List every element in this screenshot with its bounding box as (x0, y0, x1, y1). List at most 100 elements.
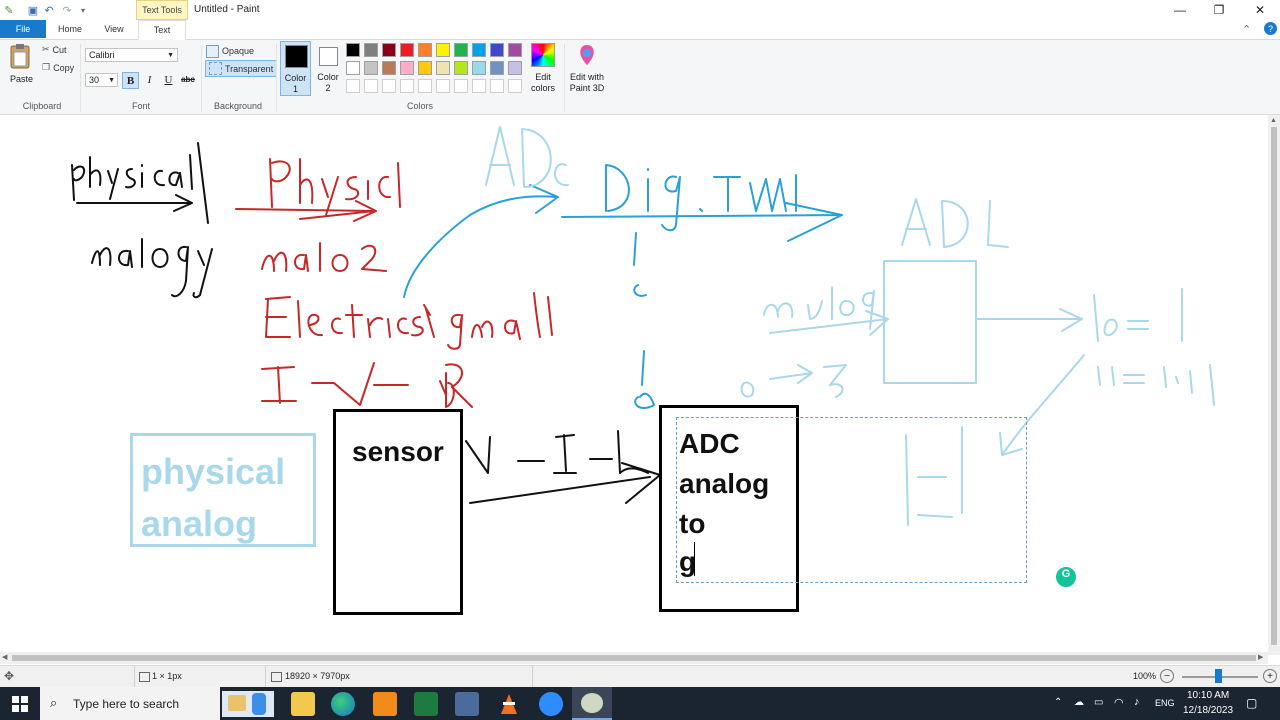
paint3d-label-2[interactable]: Paint 3D (569, 83, 605, 93)
palette-swatch[interactable] (436, 43, 450, 57)
palette-swatch[interactable] (454, 61, 468, 75)
bold-button[interactable]: B (122, 72, 139, 89)
paint3d-icon[interactable] (575, 43, 599, 67)
palette-swatch[interactable] (382, 61, 396, 75)
scroll-up-icon[interactable]: ▲ (1270, 117, 1277, 124)
text-selection-box[interactable]: ADC analog to g (676, 417, 1027, 583)
palette-swatch[interactable] (472, 43, 486, 57)
palette-swatch[interactable] (346, 61, 360, 75)
palette-swatch[interactable] (490, 61, 504, 75)
tab-home[interactable]: Home (57, 24, 82, 34)
cut-button[interactable]: ✂Cut (42, 44, 67, 55)
scroll-right-icon[interactable]: ▶ (1258, 654, 1264, 661)
notepad-plus-icon[interactable] (414, 692, 438, 716)
chevron-up-icon[interactable]: ⌃ (1054, 697, 1063, 708)
edit-colors-label-2[interactable]: colors (530, 83, 555, 93)
clock-date[interactable]: 12/18/2023 (1183, 705, 1234, 716)
custom-color-slot[interactable] (436, 79, 450, 93)
minimize-button[interactable]: — (1174, 3, 1186, 17)
color1-button[interactable]: Color 1 (280, 41, 311, 96)
search-highlight-image[interactable] (222, 691, 274, 717)
tab-file[interactable]: File (0, 20, 46, 38)
clock-time[interactable]: 10:10 AM (1187, 690, 1230, 701)
tab-view[interactable]: View (104, 24, 124, 34)
notifications-icon[interactable]: ▢ (1246, 696, 1258, 710)
group-separator (564, 44, 565, 112)
snagit-icon[interactable] (373, 692, 397, 716)
windows-start-icon[interactable] (12, 696, 28, 712)
paint3d-label-1[interactable]: Edit with (569, 72, 604, 82)
palette-swatch[interactable] (364, 43, 378, 57)
maximize-button[interactable]: ❐ (1213, 3, 1225, 17)
collapse-ribbon-icon[interactable]: ⌃ (1242, 24, 1252, 36)
tab-text[interactable]: Text (138, 20, 186, 40)
color2-button[interactable]: Color 2 (314, 41, 344, 96)
custom-color-slot[interactable] (346, 79, 360, 93)
language-indicator[interactable]: ENG (1155, 698, 1175, 708)
custom-color-slot[interactable] (382, 79, 396, 93)
save-icon[interactable]: ▣ (27, 4, 39, 17)
file-explorer-icon[interactable] (291, 692, 315, 716)
background-group-label: Background (213, 101, 263, 111)
redo-icon[interactable]: ↷ (62, 4, 72, 17)
custom-color-slot[interactable] (490, 79, 504, 93)
palette-swatch[interactable] (400, 61, 414, 75)
battery-icon[interactable]: ▭ (1094, 697, 1104, 708)
edit-colors-icon[interactable] (531, 43, 555, 67)
zoom-icon[interactable] (539, 692, 563, 716)
palette-swatch[interactable] (346, 43, 360, 57)
edit-colors-label-1[interactable]: Edit (535, 72, 551, 82)
scroll-left-icon[interactable]: ◀ (2, 654, 8, 661)
transparent-button[interactable]: Transparent (205, 60, 278, 77)
palette-swatch[interactable] (454, 43, 468, 57)
vertical-scroll-thumb[interactable] (1271, 127, 1277, 645)
palette-swatch[interactable] (508, 43, 522, 57)
edge-icon[interactable] (331, 692, 355, 716)
paste-icon[interactable] (8, 42, 34, 72)
palette-swatch[interactable] (382, 43, 396, 57)
handwriting-red (235, 158, 553, 408)
group-separator (201, 44, 202, 112)
custom-color-slot[interactable] (472, 79, 486, 93)
customize-qat-icon[interactable]: ▾ (80, 5, 85, 15)
vlc-icon[interactable] (497, 692, 521, 716)
palette-swatch[interactable] (472, 61, 486, 75)
opaque-button[interactable]: Opaque (206, 44, 254, 58)
paint-taskbar-button[interactable] (572, 687, 612, 720)
strikethrough-button[interactable]: abc (181, 75, 195, 84)
palette-swatch[interactable] (508, 61, 522, 75)
palette-swatch[interactable] (436, 61, 450, 75)
wifi-icon[interactable]: ◠ (1114, 697, 1124, 709)
grammarly-icon[interactable]: G (1061, 568, 1071, 580)
custom-color-slot[interactable] (400, 79, 414, 93)
zoom-slider-thumb[interactable] (1215, 669, 1222, 683)
drawing-canvas[interactable]: physical analog sensor ADC analog to g G (0, 115, 1268, 651)
underline-button[interactable]: U (164, 73, 173, 86)
horizontal-scroll-thumb[interactable] (12, 655, 1256, 661)
font-family-select[interactable]: Calibri ▼ (85, 48, 178, 62)
palette-swatch[interactable] (490, 43, 504, 57)
volume-icon[interactable]: ♪ (1134, 696, 1140, 708)
copy-button[interactable]: ❐Copy (42, 62, 74, 73)
calculator-icon[interactable] (455, 692, 479, 716)
palette-swatch[interactable] (364, 61, 378, 75)
italic-button[interactable]: I (147, 73, 152, 86)
undo-icon[interactable]: ↶ (44, 4, 54, 17)
custom-color-slot[interactable] (364, 79, 378, 93)
custom-color-slot[interactable] (454, 79, 468, 93)
paste-label[interactable]: Paste (10, 74, 34, 84)
font-size-select[interactable]: 30 ▼ (85, 73, 118, 87)
vertical-scrollbar[interactable]: ▲ (1268, 115, 1280, 655)
zoom-out-icon[interactable]: − (1160, 669, 1174, 683)
help-icon[interactable]: ? (1264, 22, 1277, 35)
palette-swatch[interactable] (418, 61, 432, 75)
taskbar-search-box[interactable]: ⌕ Type here to search (40, 687, 220, 720)
palette-swatch[interactable] (400, 43, 414, 57)
horizontal-scrollbar[interactable]: ◀ ▶ (0, 652, 1268, 664)
custom-color-slot[interactable] (418, 79, 432, 93)
close-button[interactable]: ✕ (1254, 3, 1266, 17)
network-tray-icon[interactable]: ☁ (1074, 697, 1084, 708)
zoom-in-icon[interactable]: + (1263, 669, 1277, 683)
palette-swatch[interactable] (418, 43, 432, 57)
custom-color-slot[interactable] (508, 79, 522, 93)
